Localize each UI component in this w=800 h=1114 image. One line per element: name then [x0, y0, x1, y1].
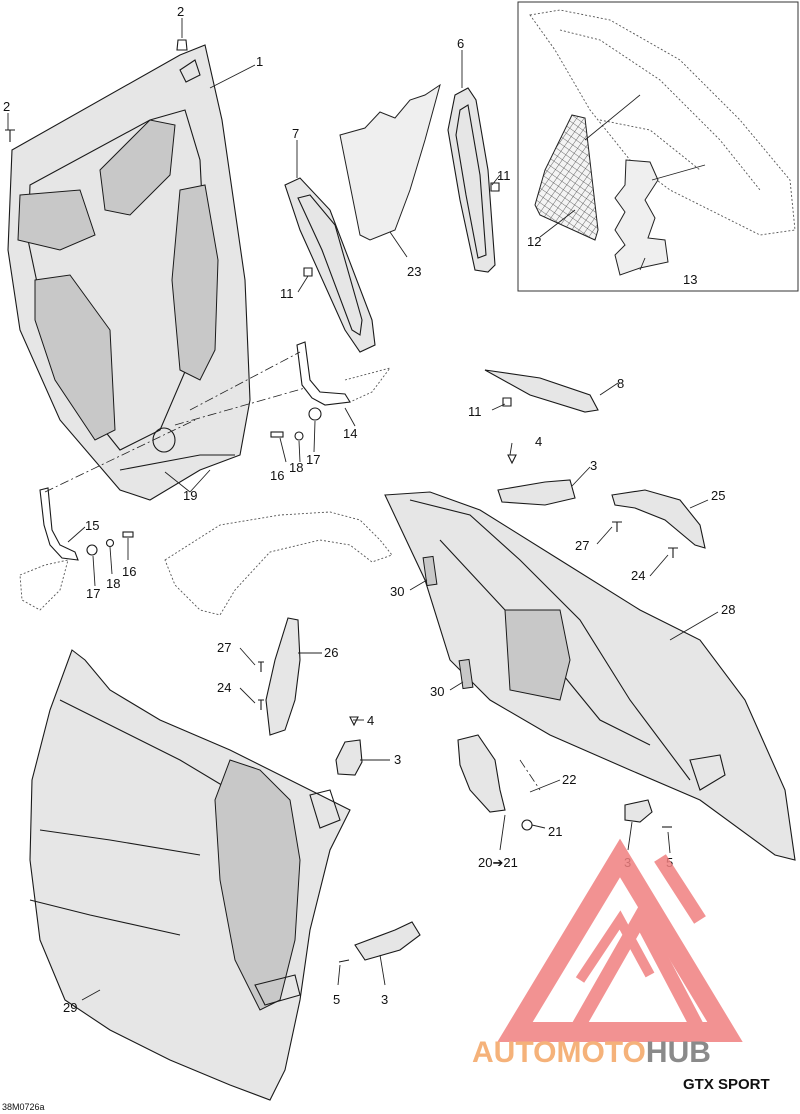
model-label: GTX SPORT	[683, 1076, 770, 1093]
callout-25: 25	[711, 488, 725, 503]
callout-2b: 2	[3, 99, 10, 114]
callout-17a: 17	[306, 452, 320, 467]
callout-22: 22	[562, 772, 576, 787]
alignment-lines	[44, 351, 541, 791]
ghost-upper-body	[164, 511, 393, 616]
callout-27a: 27	[575, 538, 589, 553]
callout-13: 13	[683, 272, 697, 287]
fasteners	[5, 39, 678, 963]
callout-4a: 4	[535, 434, 542, 449]
part-25-trim	[611, 489, 706, 549]
part-20-bracket	[457, 734, 533, 831]
part-8-trim	[484, 369, 599, 413]
callout-20-21: 20➔21	[478, 855, 518, 870]
detail-inset	[517, 1, 799, 292]
callout-5b: 5	[333, 992, 340, 1007]
callout-16a: 16	[270, 468, 284, 483]
automotohub-logo	[497, 838, 743, 1042]
callout-12: 12	[527, 234, 541, 249]
callout-27b: 27	[217, 640, 231, 655]
callout-24b: 24	[217, 680, 231, 695]
callout-19: 19	[183, 488, 197, 503]
part-29-lower-panel	[29, 649, 351, 1101]
callout-29: 29	[63, 1000, 77, 1015]
callout-3b: 3	[394, 752, 401, 767]
callout-21: 21	[548, 824, 562, 839]
callout-3a: 3	[590, 458, 597, 473]
document-code: 38M0726a	[2, 1102, 45, 1112]
callout-30a: 30	[390, 584, 404, 599]
callout-18b: 18	[106, 576, 120, 591]
callout-26: 26	[324, 645, 338, 660]
callout-3d: 3	[381, 992, 388, 1007]
callout-4b: 4	[367, 713, 374, 728]
callout-14: 14	[343, 426, 357, 441]
callout-15: 15	[85, 518, 99, 533]
callout-8: 8	[617, 376, 624, 391]
callout-7: 7	[292, 126, 299, 141]
callout-18a: 18	[289, 460, 303, 475]
hardware-16-17-18-lower	[86, 531, 134, 556]
part-3-handle-right	[624, 799, 653, 823]
callout-6: 6	[457, 36, 464, 51]
callout-24a: 24	[631, 568, 645, 583]
callout-28: 28	[721, 602, 735, 617]
callout-1: 1	[256, 54, 263, 69]
leader-lines	[7, 18, 719, 1001]
callout-23: 23	[407, 264, 421, 279]
callout-2a: 2	[177, 4, 184, 19]
callout-17b: 17	[86, 586, 100, 601]
part-3-handle-mid	[335, 739, 363, 776]
part-28-side-panel	[384, 491, 796, 861]
part-7-vent-frame	[284, 177, 376, 353]
callout-labels: 1 2 2 6 7 11 11 23 12 13 8 11 14 16 18 1…	[3, 4, 735, 1015]
watermark-text-hub: HUB	[646, 1036, 711, 1069]
watermark-text: AUTOMOTOHUB	[472, 1036, 711, 1069]
part-3-handle-top	[497, 479, 576, 506]
watermark-text-automoto: AUTOMOTO	[472, 1036, 646, 1069]
callout-11c: 11	[468, 404, 482, 419]
part-23-foam-block	[339, 83, 441, 241]
callout-11b: 11	[280, 286, 294, 301]
hardware-16-17-18-upper	[270, 407, 322, 441]
callout-11a: 11	[497, 168, 511, 183]
part-6-vent-frame	[447, 87, 496, 273]
part-15-bracket	[19, 487, 79, 611]
callout-30b: 30	[430, 684, 444, 699]
part-26-trim	[265, 617, 301, 736]
part-3-handle-low	[354, 921, 421, 961]
part-1-upper-panel	[7, 44, 251, 501]
callout-16b: 16	[122, 564, 136, 579]
part-14-bracket	[296, 341, 392, 406]
